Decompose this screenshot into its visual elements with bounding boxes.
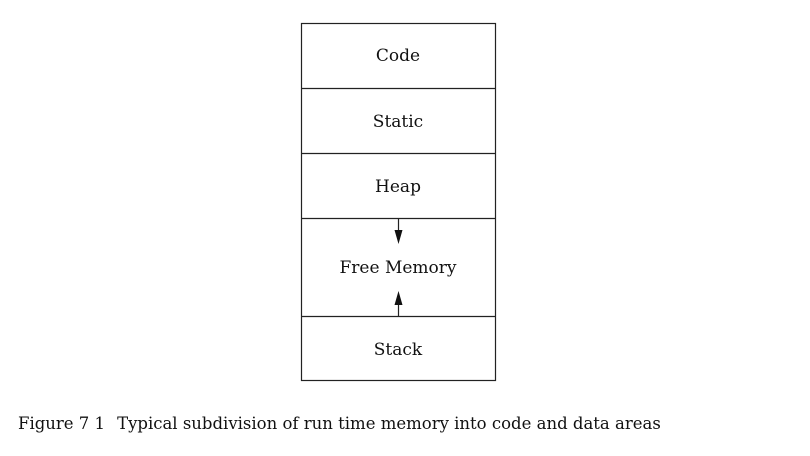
segment-stack-label: Stack (374, 340, 423, 360)
memory-outer-box (300, 22, 497, 382)
segment-static-label: Static (373, 112, 423, 132)
heap-growth-arrow (394, 218, 403, 244)
stack-growth-arrow (394, 291, 403, 317)
segment-code-label: Code (376, 46, 420, 66)
segment-free-memory-label: Free Memory (340, 258, 457, 278)
segment-heap-label: Heap (375, 177, 421, 197)
figure-number: Figure 7 1 (18, 414, 106, 433)
figure-caption: Figure 7 1 Typical subdivision of run tim… (18, 414, 798, 433)
figure-caption-text: Typical subdivision of run time memory i… (117, 414, 661, 433)
